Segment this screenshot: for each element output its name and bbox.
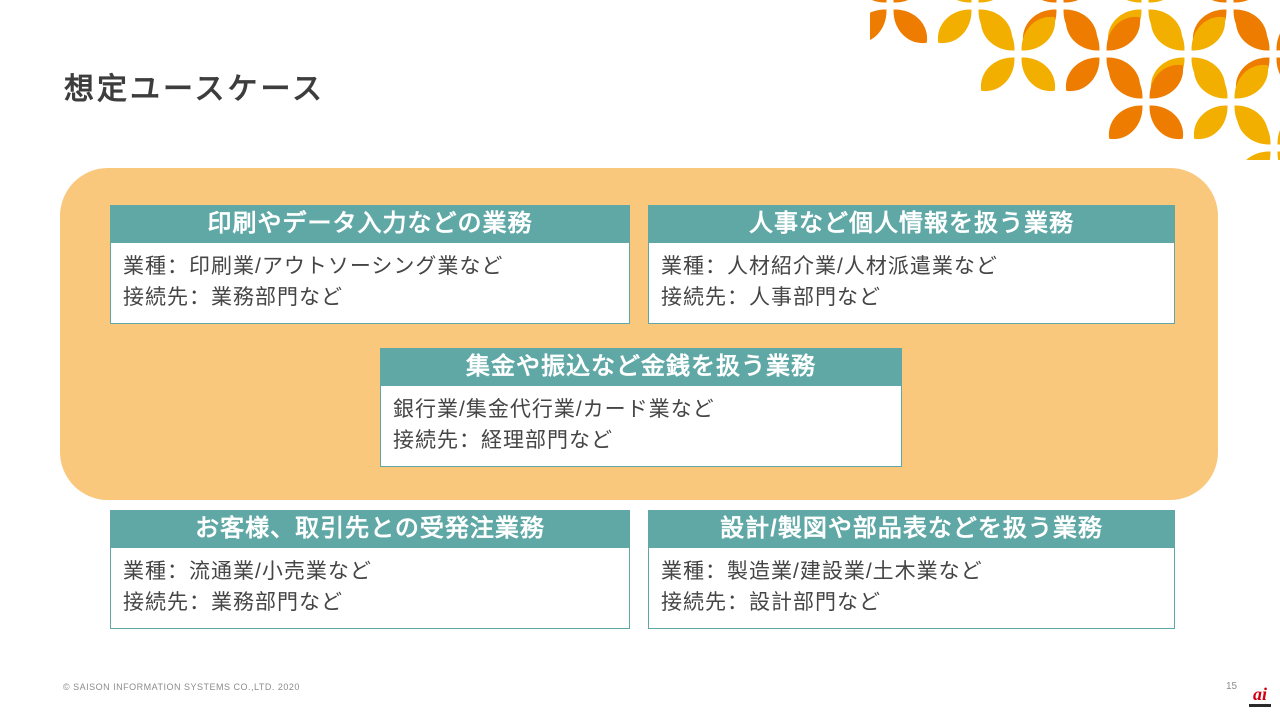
ai-logo: ai bbox=[1246, 685, 1274, 707]
corner-petal-decoration bbox=[870, 0, 1280, 160]
footer-copyright: © SAISON INFORMATION SYSTEMS CO.,LTD. 20… bbox=[63, 682, 300, 692]
industry-line: 銀行業/集金代行業/カード業など bbox=[393, 398, 715, 421]
page-number: 15 bbox=[1226, 681, 1238, 692]
usecase-card-design: 設計/製図や部品表などを扱う業務 業種：製造業/建設業/土木業など 接続先：設計… bbox=[648, 510, 1175, 629]
usecase-card-header: お客様、取引先との受発注業務 bbox=[110, 510, 630, 548]
ai-logo-subtext-bar bbox=[1249, 704, 1271, 707]
usecase-card-header: 設計/製図や部品表などを扱う業務 bbox=[648, 510, 1175, 548]
connection-line: 接続先：業務部門など bbox=[123, 286, 343, 309]
usecase-card-header: 集金や振込など金銭を扱う業務 bbox=[380, 348, 902, 386]
industry-line: 業種：印刷業/アウトソーシング業など bbox=[123, 255, 504, 278]
usecase-card-body: 業種：印刷業/アウトソーシング業など 接続先：業務部門など bbox=[110, 243, 630, 324]
usecase-card-finance: 集金や振込など金銭を扱う業務 銀行業/集金代行業/カード業など 接続先：経理部門… bbox=[380, 348, 902, 467]
usecase-card-header: 印刷やデータ入力などの業務 bbox=[110, 205, 630, 243]
usecase-card-body: 銀行業/集金代行業/カード業など 接続先：経理部門など bbox=[380, 386, 902, 467]
connection-line: 接続先：業務部門など bbox=[123, 591, 343, 614]
ai-logo-text: ai bbox=[1252, 684, 1267, 704]
usecase-card-header: 人事など個人情報を扱う業務 bbox=[648, 205, 1175, 243]
industry-line: 業種：流通業/小売業など bbox=[123, 560, 372, 583]
connection-line: 接続先：経理部門など bbox=[393, 429, 613, 452]
usecase-card-hr: 人事など個人情報を扱う業務 業種：人材紹介業/人材派遣業など 接続先：人事部門な… bbox=[648, 205, 1175, 324]
usecase-card-body: 業種：製造業/建設業/土木業など 接続先：設計部門など bbox=[648, 548, 1175, 629]
usecase-card-printing: 印刷やデータ入力などの業務 業種：印刷業/アウトソーシング業など 接続先：業務部… bbox=[110, 205, 630, 324]
connection-line: 接続先：人事部門など bbox=[661, 286, 881, 309]
industry-line: 業種：人材紹介業/人材派遣業など bbox=[661, 255, 998, 278]
usecase-card-orders: お客様、取引先との受発注業務 業種：流通業/小売業など 接続先：業務部門など bbox=[110, 510, 630, 629]
connection-line: 接続先：設計部門など bbox=[661, 591, 881, 614]
usecase-card-body: 業種：人材紹介業/人材派遣業など 接続先：人事部門など bbox=[648, 243, 1175, 324]
industry-line: 業種：製造業/建設業/土木業など bbox=[661, 560, 983, 583]
slide-title: 想定ユースケース bbox=[64, 73, 325, 106]
usecase-card-body: 業種：流通業/小売業など 接続先：業務部門など bbox=[110, 548, 630, 629]
